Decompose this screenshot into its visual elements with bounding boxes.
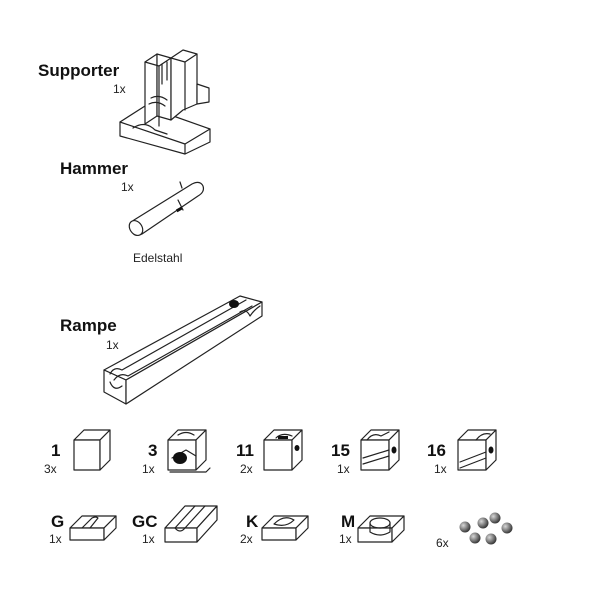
tile-k-qty: 2x — [240, 532, 253, 546]
tile-k-code: K — [246, 512, 259, 531]
tile-m-icon — [357, 515, 405, 543]
rampe-icon — [103, 295, 263, 405]
tile-m-code: M — [341, 512, 356, 531]
cube-1-icon — [73, 429, 111, 471]
marbles-qty: 6x — [436, 536, 449, 550]
marbles-icon — [459, 512, 513, 545]
cube-15-qty: 1x — [337, 462, 350, 476]
cube-16-qty: 1x — [434, 462, 447, 476]
cube-1-code: 1 — [51, 441, 61, 460]
cube-11-qty: 2x — [240, 462, 253, 476]
rampe-qty: 1x — [106, 338, 119, 352]
rampe-label: Rampe — [60, 316, 117, 335]
tile-gc-icon — [164, 505, 218, 543]
tile-g-code: G — [51, 512, 65, 531]
cube-3-code: 3 — [148, 441, 158, 460]
cube-11-icon — [263, 429, 303, 471]
cube-16-icon — [457, 429, 497, 471]
supporter-qty: 1x — [113, 82, 126, 96]
tile-k-icon — [261, 515, 309, 541]
cube-1-qty: 3x — [44, 462, 57, 476]
cube-15-icon — [360, 429, 400, 471]
cube-15-code: 15 — [331, 441, 350, 460]
cube-3-icon — [167, 429, 211, 473]
tile-gc-qty: 1x — [142, 532, 155, 546]
cube-11-code: 11 — [236, 441, 254, 460]
hammer-label: Hammer — [60, 159, 129, 178]
cube-3-qty: 1x — [142, 462, 155, 476]
tile-g-icon — [69, 515, 117, 541]
tile-g-qty: 1x — [49, 532, 62, 546]
tile-gc-code: GC — [132, 512, 158, 531]
hammer-icon — [128, 181, 205, 237]
hammer-material-note: Edelstahl — [133, 251, 183, 265]
supporter-label: Supporter — [38, 61, 120, 80]
hammer-qty: 1x — [121, 180, 134, 194]
supporter-icon — [119, 49, 211, 155]
tile-m-qty: 1x — [339, 532, 352, 546]
cube-16-code: 16 — [427, 441, 446, 460]
